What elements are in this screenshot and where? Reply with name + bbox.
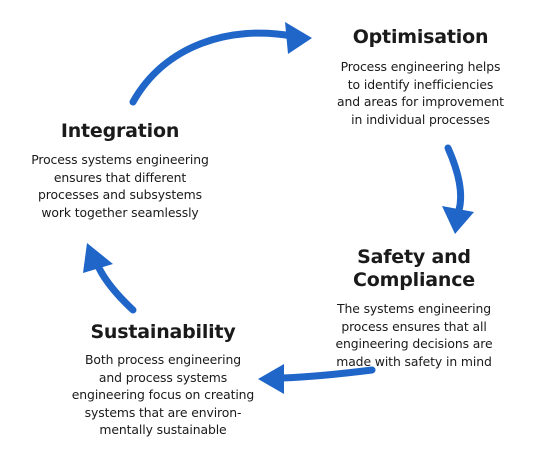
node-safety-compliance: Safety and Compliance The systems engine… <box>304 246 524 370</box>
node-title: Optimisation <box>352 26 489 48</box>
node-integration: Integration Process systems engineering … <box>4 120 236 221</box>
node-description: The systems engineering process ensures … <box>335 301 493 369</box>
node-title: Integration <box>60 120 180 142</box>
arrow-optimisation-to-safety <box>442 144 474 234</box>
node-sustainability: Sustainability Both process engineering … <box>47 321 279 439</box>
node-title: Sustainability <box>90 321 236 343</box>
node-description: Both process engineering and process sys… <box>71 352 255 437</box>
arrow-integration-to-optimisation <box>129 22 312 106</box>
node-title: Safety and Compliance <box>353 246 475 291</box>
node-description: Process systems engineering ensures that… <box>31 152 209 220</box>
arrow-safety-to-sustainability <box>258 364 376 394</box>
node-optimisation: Optimisation Process engineering helps t… <box>313 26 528 128</box>
node-description: Process engineering helps to identify in… <box>337 59 504 127</box>
arrow-sustainability-to-integration <box>83 243 137 314</box>
